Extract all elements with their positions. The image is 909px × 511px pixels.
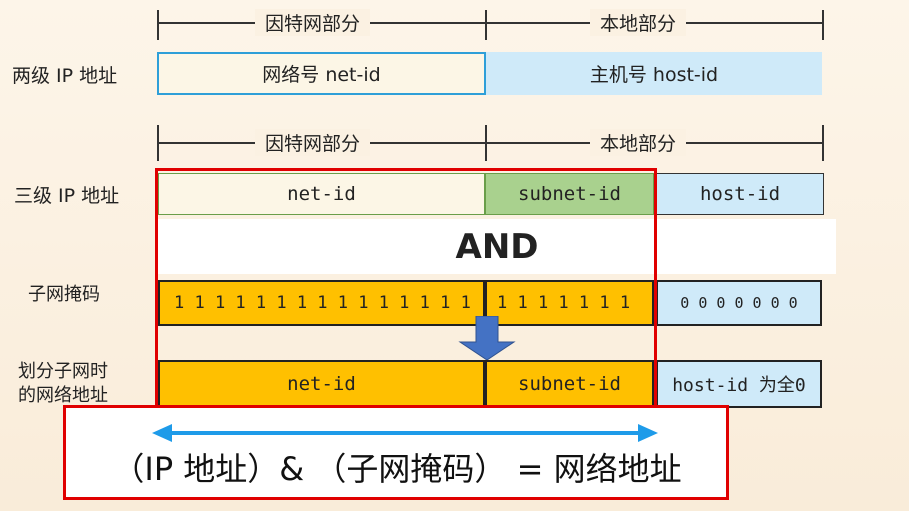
two-level-host-text: 主机号 host-id: [589, 64, 719, 86]
mask-host-zeros-box: 0 0 0 0 0 0 0: [656, 280, 822, 326]
two-level-network-box: 网络号 net-id: [157, 52, 486, 95]
mask-subnet-ones-box: 1 1 1 1 1 1 1: [485, 280, 654, 326]
three-level-host-box: host-id: [656, 173, 824, 215]
network-portion-highlight: [155, 168, 657, 414]
mask-subnet-ones-text: 1 1 1 1 1 1 1: [497, 293, 631, 313]
internet-part-label: 因特网部分: [255, 9, 371, 36]
and-operator-text: AND: [455, 226, 539, 267]
network-address-label-line2: 的网络地址: [18, 385, 108, 406]
two-level-ip-label: 两级 IP 地址: [12, 65, 118, 87]
three-level-subnet-text: subnet-id: [518, 183, 621, 205]
local-part-label: 本地部分: [590, 9, 687, 36]
result-subnet-text: subnet-id: [518, 373, 621, 395]
three-level-net-box: net-id: [158, 173, 485, 215]
network-address-label: 划分子网时 的网络地址: [18, 360, 108, 408]
scale-tick-left: [157, 10, 159, 40]
scale-line-top: [157, 22, 824, 24]
three-level-host-text: host-id: [699, 183, 781, 205]
result-host-box: host-id 为全0: [656, 360, 822, 408]
internet-part-label-2: 因特网部分: [255, 129, 371, 156]
three-level-subnet-box: subnet-id: [485, 173, 654, 215]
down-arrow-icon: [458, 316, 516, 361]
two-level-network-text: 网络号 net-id: [262, 64, 381, 86]
two-level-host-box: 主机号 host-id: [486, 52, 822, 95]
mask-net-ones-box: 1 1 1 1 1 1 1 1 1 1 1 1 1 1 1 1: [158, 280, 491, 326]
subnet-mask-label: 子网掩码: [28, 284, 100, 305]
three-level-net-text: net-id: [287, 183, 356, 205]
result-net-text: net-id: [287, 373, 356, 395]
network-address-label-line1: 划分子网时: [18, 361, 108, 382]
local-part-label-2: 本地部分: [590, 129, 687, 156]
scale-tick-right: [822, 10, 824, 40]
formula-box: [63, 405, 729, 500]
double-arrow-icon: [152, 424, 658, 442]
formula-text: （IP 地址）& （子网掩码） = 网络地址: [112, 450, 682, 488]
three-level-ip-label: 三级 IP 地址: [14, 185, 120, 207]
scale-line-second: [157, 142, 824, 144]
scale-tick-mid: [485, 10, 487, 40]
result-host-text: host-id 为全0: [672, 375, 806, 396]
mask-host-zeros-text: 0 0 0 0 0 0 0: [680, 294, 798, 312]
and-operator-band: AND: [158, 219, 836, 274]
mask-net-ones-text: 1 1 1 1 1 1 1 1 1 1 1 1 1 1 1 1: [174, 293, 492, 313]
